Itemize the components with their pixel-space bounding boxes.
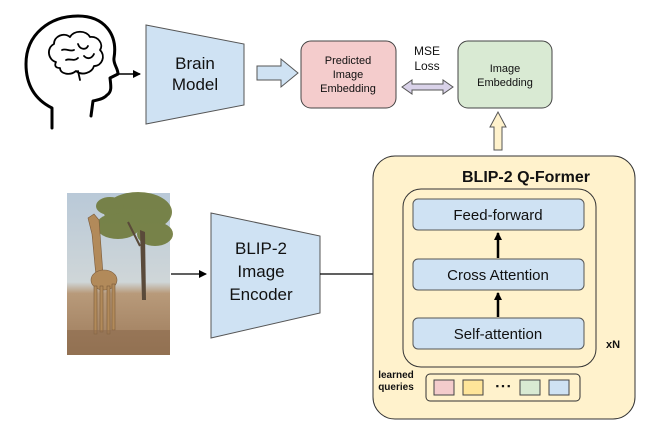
predicted-embedding-label-2: Image [333, 69, 364, 81]
repeat-label: xN [606, 339, 620, 351]
self-attention-block [412, 317, 585, 350]
learned-queries-label-1: learned [378, 370, 414, 381]
giraffe-photo [67, 192, 173, 355]
predicted-embedding-label-1: Predicted [325, 55, 371, 67]
brain-model-label-2: Model [172, 75, 218, 94]
image-encoder-block [210, 212, 321, 339]
qformer-title: BLIP-2 Q-Former [462, 169, 590, 186]
qformer-to-embedding-arrow [489, 110, 507, 151]
image-embedding-label-1: Image [490, 63, 521, 75]
predicted-embedding-box [300, 40, 397, 109]
head-with-brain-icon [24, 14, 120, 130]
feed-forward-label: Feed-forward [453, 207, 542, 224]
brain-model-label-1: Brain [175, 54, 215, 73]
mse-loss-label-2: Loss [414, 59, 439, 73]
cross-attention-block [412, 258, 585, 291]
brain-to-prediction-arrow [256, 57, 299, 89]
mse-loss-double-arrow [401, 79, 454, 95]
predicted-embedding-label-3: Embedding [320, 83, 376, 95]
brain-model-block [145, 24, 245, 125]
query-token-green [519, 379, 541, 396]
image-embedding-box [457, 40, 553, 109]
image-encoder-label-2: Image [237, 262, 284, 281]
query-ellipsis: ▪ ▪ ▪ [496, 381, 511, 391]
mse-loss-label-1: MSE [414, 44, 440, 58]
self-attention-label: Self-attention [454, 326, 542, 343]
feed-forward-block [412, 198, 585, 231]
query-token-yellow [462, 379, 484, 396]
image-embedding-label-2: Embedding [477, 77, 533, 89]
image-encoder-label-1: BLIP-2 [235, 239, 287, 258]
cross-attention-label: Cross Attention [447, 267, 549, 284]
query-token-blue [548, 379, 570, 396]
image-encoder-label-3: Encoder [229, 285, 293, 304]
query-token-pink [433, 379, 455, 396]
learned-queries-label-2: queries [378, 382, 414, 393]
